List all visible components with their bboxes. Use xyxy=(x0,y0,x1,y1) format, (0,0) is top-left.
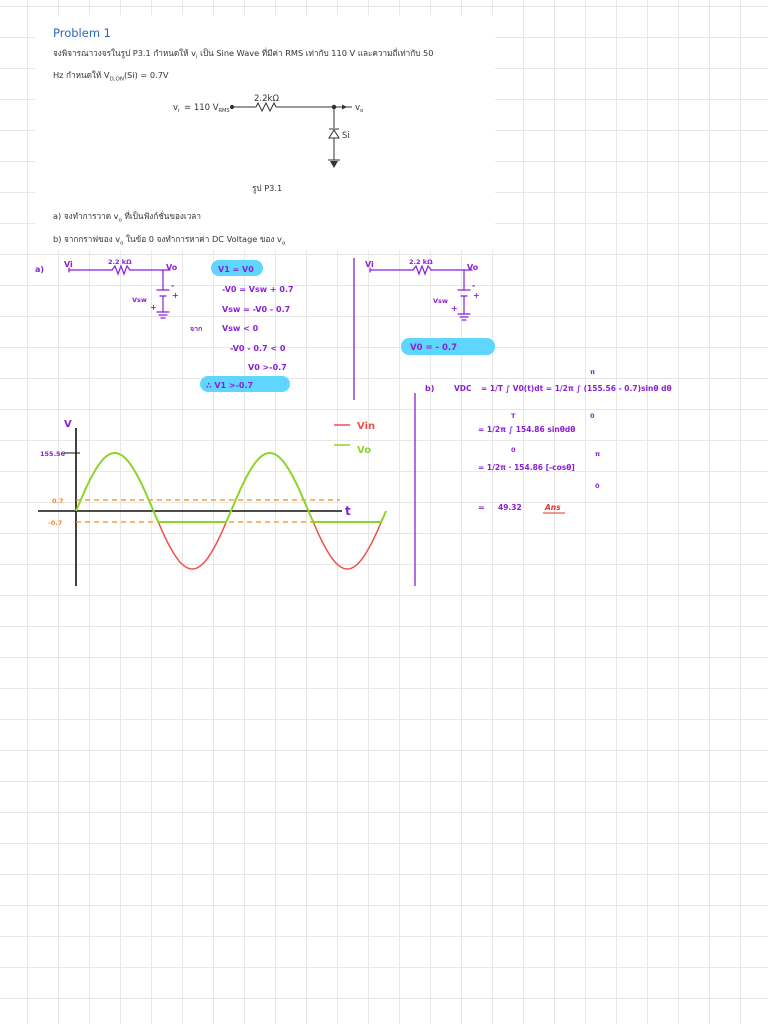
graph-t-label: t xyxy=(345,504,351,518)
problem-line-1-sub: i xyxy=(196,54,198,61)
problem-sheet xyxy=(35,15,495,250)
hw-circuit-right xyxy=(369,264,473,321)
circuit-eq-label: = 110 VRMS xyxy=(184,103,230,114)
problem-line-2-a: Hz กำหนดให้ V xyxy=(53,70,110,80)
hw-limit-0-3: 0 xyxy=(595,482,600,490)
hw-circuit-left-labels: a) Vi 2.2 kΩ Vo Vsw - + + xyxy=(35,258,179,312)
circuit-diode-label: Si xyxy=(342,131,350,141)
question-a-text: a) จงทำการวาด v xyxy=(53,211,119,221)
legend-vo-label: Vo xyxy=(357,445,371,456)
hw-eq5: -V0 - 0.7 < 0 xyxy=(230,344,286,353)
problem-line-1-a: จงพิจารณาวงจรในรูป P3.1 กำหนดให้ v xyxy=(53,48,197,58)
hw-result: 49.32 xyxy=(498,503,522,512)
problem-line-2-sub: D,ON xyxy=(109,76,124,83)
graph-neg-label: -0.7 xyxy=(48,519,62,527)
hw-part-b-label: b) xyxy=(425,384,434,393)
waveform-graph xyxy=(38,428,387,586)
hw-right-result: V0 = - 0.7 xyxy=(410,343,457,353)
resistor-symbol xyxy=(255,101,277,113)
problem-line-2: Hz กำหนดให้ VD,ON(Si) = 0.7V xyxy=(53,69,169,83)
problem-line-2-b: (Si) = 0.7V xyxy=(123,70,169,80)
printed-circuit: vi = 110 VRMS 2.2kΩ vo Si xyxy=(173,94,364,141)
hw-int2: = 1/2π ∫ 154.86 sinθdθ xyxy=(478,425,575,434)
hw-part-a-label: a) xyxy=(35,265,44,274)
hw-right-vo: Vo xyxy=(467,263,479,272)
highlight-eq1 xyxy=(211,260,263,276)
hw-right-vsw: Vsw xyxy=(433,297,448,305)
hw-vsw-label: Vsw xyxy=(132,296,147,304)
figure-caption: รูป P3.1 xyxy=(252,183,283,193)
question-b-rest: ในข้อ 0 จงทำการหาค่า DC Voltage ของ v xyxy=(123,234,282,244)
problem-title: Problem 1 xyxy=(53,26,111,40)
hw-vi-label: Vi xyxy=(64,260,73,269)
hw-resistor-label: 2.2 kΩ xyxy=(108,258,132,266)
highlight-right-result xyxy=(401,338,495,355)
hw-ans: Ans xyxy=(544,503,561,512)
hw-eq7: ∴ V1 >-0.7 xyxy=(206,381,253,390)
hw-limit-T: T xyxy=(511,412,516,420)
graph-legend: Vin Vo xyxy=(334,421,375,456)
circuit-vi-label: vi xyxy=(173,103,180,114)
hw-limit-pi-3: π xyxy=(595,450,600,458)
hw-minus: - xyxy=(171,281,174,290)
hw-part-b: b) VDC = 1/T ∫ V0(t)dt = 1/2π ∫ (155.56 … xyxy=(425,368,672,512)
vo-curve xyxy=(75,451,387,523)
hw-right-resistor: 2.2 kΩ xyxy=(409,258,433,266)
question-a: a) จงทำการวาด vo ที่เป็นฟังก์ชั่นของเวลา xyxy=(53,210,201,224)
circuit-vo-label: vo xyxy=(355,103,364,114)
hw-right-vi: Vi xyxy=(365,260,374,269)
hw-vdc-label: VDC xyxy=(454,384,472,393)
problem-line-1-b: เป็น Sine Wave ที่มีค่า RMS เท่ากับ 110 … xyxy=(197,48,434,58)
hw-right-plus-2: + xyxy=(451,304,458,313)
question-b: b) จากกราฟของ vo ในข้อ 0 จงทำการหาค่า DC… xyxy=(53,233,285,247)
hw-right-plus: + xyxy=(473,291,480,300)
printed-circuit-wires xyxy=(229,101,352,168)
graph-pos-label: 0.7 xyxy=(52,497,64,505)
question-b-sub2: o xyxy=(281,240,286,247)
hw-eq4: Vsw < 0 xyxy=(222,324,259,333)
hw-eq6: V0 >-0.7 xyxy=(248,363,287,372)
output-arrow xyxy=(342,104,347,110)
hw-limit-0-1: 0 xyxy=(590,412,595,420)
graph-labels: V 155.56 0.7 -0.7 t xyxy=(40,419,351,527)
graph-peak-label: 155.56 xyxy=(40,450,66,458)
graph-y-label: V xyxy=(64,419,72,430)
hw-plus: + xyxy=(172,291,179,300)
question-a-sub: o xyxy=(118,217,122,224)
hw-eq4-prefix: จาก xyxy=(190,325,202,333)
hw-circuit-left xyxy=(68,264,171,319)
problem-line-1: จงพิจารณาวงจรในรูป P3.1 กำหนดให้ vi เป็น… xyxy=(53,47,433,61)
hw-int3: = 1/2π · 154.86 [-cosθ] xyxy=(478,463,575,472)
question-b-text: b) จากกราฟของ v xyxy=(53,234,121,244)
hw-vo-label: Vo xyxy=(166,263,178,272)
hw-equals-final: = xyxy=(478,503,485,512)
hw-eq1: V1 = V0 xyxy=(218,265,254,274)
question-b-sub: o xyxy=(120,240,124,247)
question-a-rest: ที่เป็นฟังก์ชั่นของเวลา xyxy=(121,211,201,221)
hw-circuit-right-labels: Vi 2.2 kΩ Vo Vsw - + + xyxy=(365,258,480,313)
hw-plus-2: + xyxy=(150,303,157,312)
diode-symbol xyxy=(328,129,340,139)
hw-eq2: -V0 = Vsw + 0.7 xyxy=(222,285,294,294)
circuit-resistor-label: 2.2kΩ xyxy=(254,94,279,104)
hw-right-minus: - xyxy=(472,281,475,290)
hw-limit-0-2: 0 xyxy=(511,446,516,454)
legend-vin-label: Vin xyxy=(357,421,375,432)
hw-equations-a: V1 = V0 -V0 = Vsw + 0.7 Vsw = -V0 - 0.7 … xyxy=(190,265,294,390)
hw-limit-pi-1: π xyxy=(590,368,595,376)
highlight-eq7 xyxy=(200,376,290,392)
hw-int1: = 1/T ∫ V0(t)dt = 1/2π ∫ (155.56 - 0.7)s… xyxy=(481,384,672,393)
hw-eq3: Vsw = -V0 - 0.7 xyxy=(222,305,290,314)
